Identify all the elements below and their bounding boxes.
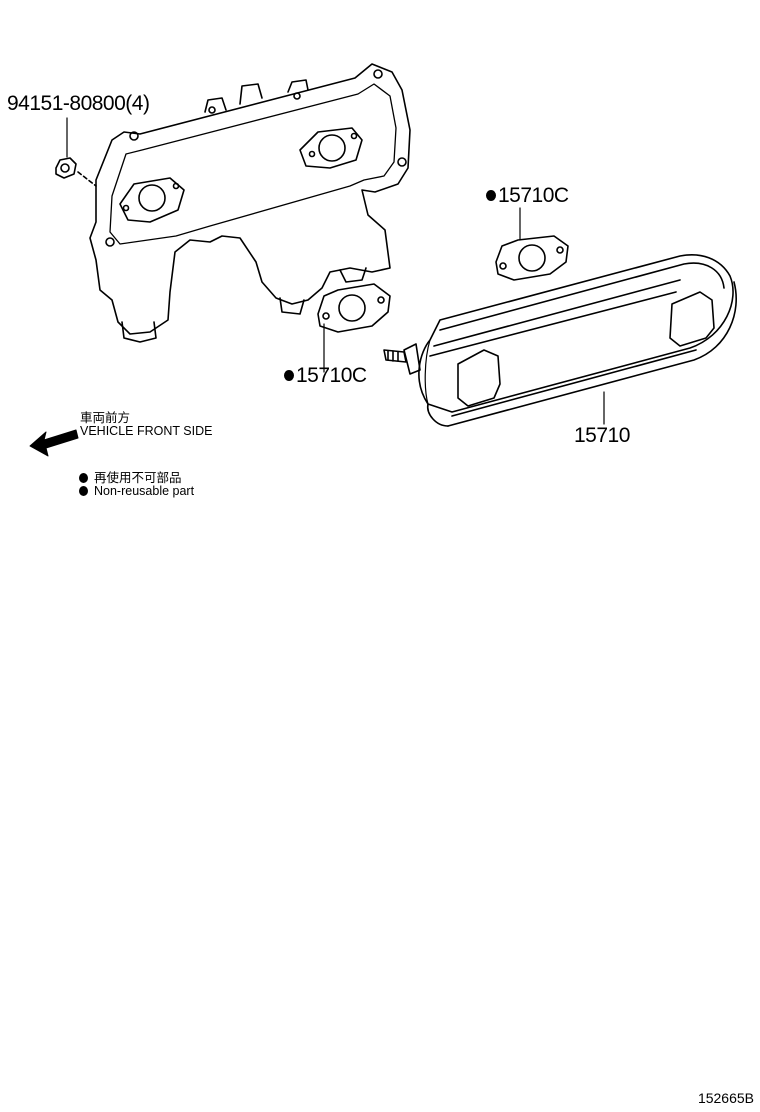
non-reusable-dot-icon bbox=[486, 190, 496, 201]
gasket-upper bbox=[495, 207, 569, 281]
non-reusable-dot-icon bbox=[79, 473, 88, 483]
direction-label-jp: 車両前方 bbox=[80, 411, 131, 425]
gasket-upper-label: 15710C bbox=[498, 184, 569, 207]
gasket-lower-part-number: 15710C bbox=[284, 364, 367, 388]
legend-en: Non-reusable part bbox=[79, 484, 194, 498]
legend-jp: 再使用不可部品 bbox=[79, 467, 182, 486]
figure-id: 152665B bbox=[697, 1090, 754, 1106]
gasket-upper-part-number: 15710C bbox=[486, 184, 569, 208]
non-reusable-dot-icon bbox=[284, 370, 294, 381]
gasket-lower-label: 15710C bbox=[296, 364, 367, 387]
bolt-part-number: 94151-80800(4) bbox=[7, 92, 150, 115]
direction-label-en: VEHICLE FRONT SIDE bbox=[80, 424, 213, 438]
cooler-cover-housing bbox=[89, 63, 411, 343]
gasket-lower bbox=[317, 283, 391, 373]
cooler-part-number: 15710 bbox=[574, 424, 630, 447]
arrow-left-icon bbox=[29, 429, 79, 457]
legend-en-text: Non-reusable part bbox=[94, 484, 195, 498]
bolt-part bbox=[55, 117, 97, 187]
legend-jp-text: 再使用不可部品 bbox=[94, 471, 182, 485]
non-reusable-dot-icon bbox=[79, 486, 88, 496]
oil-cooler-element bbox=[383, 254, 737, 427]
